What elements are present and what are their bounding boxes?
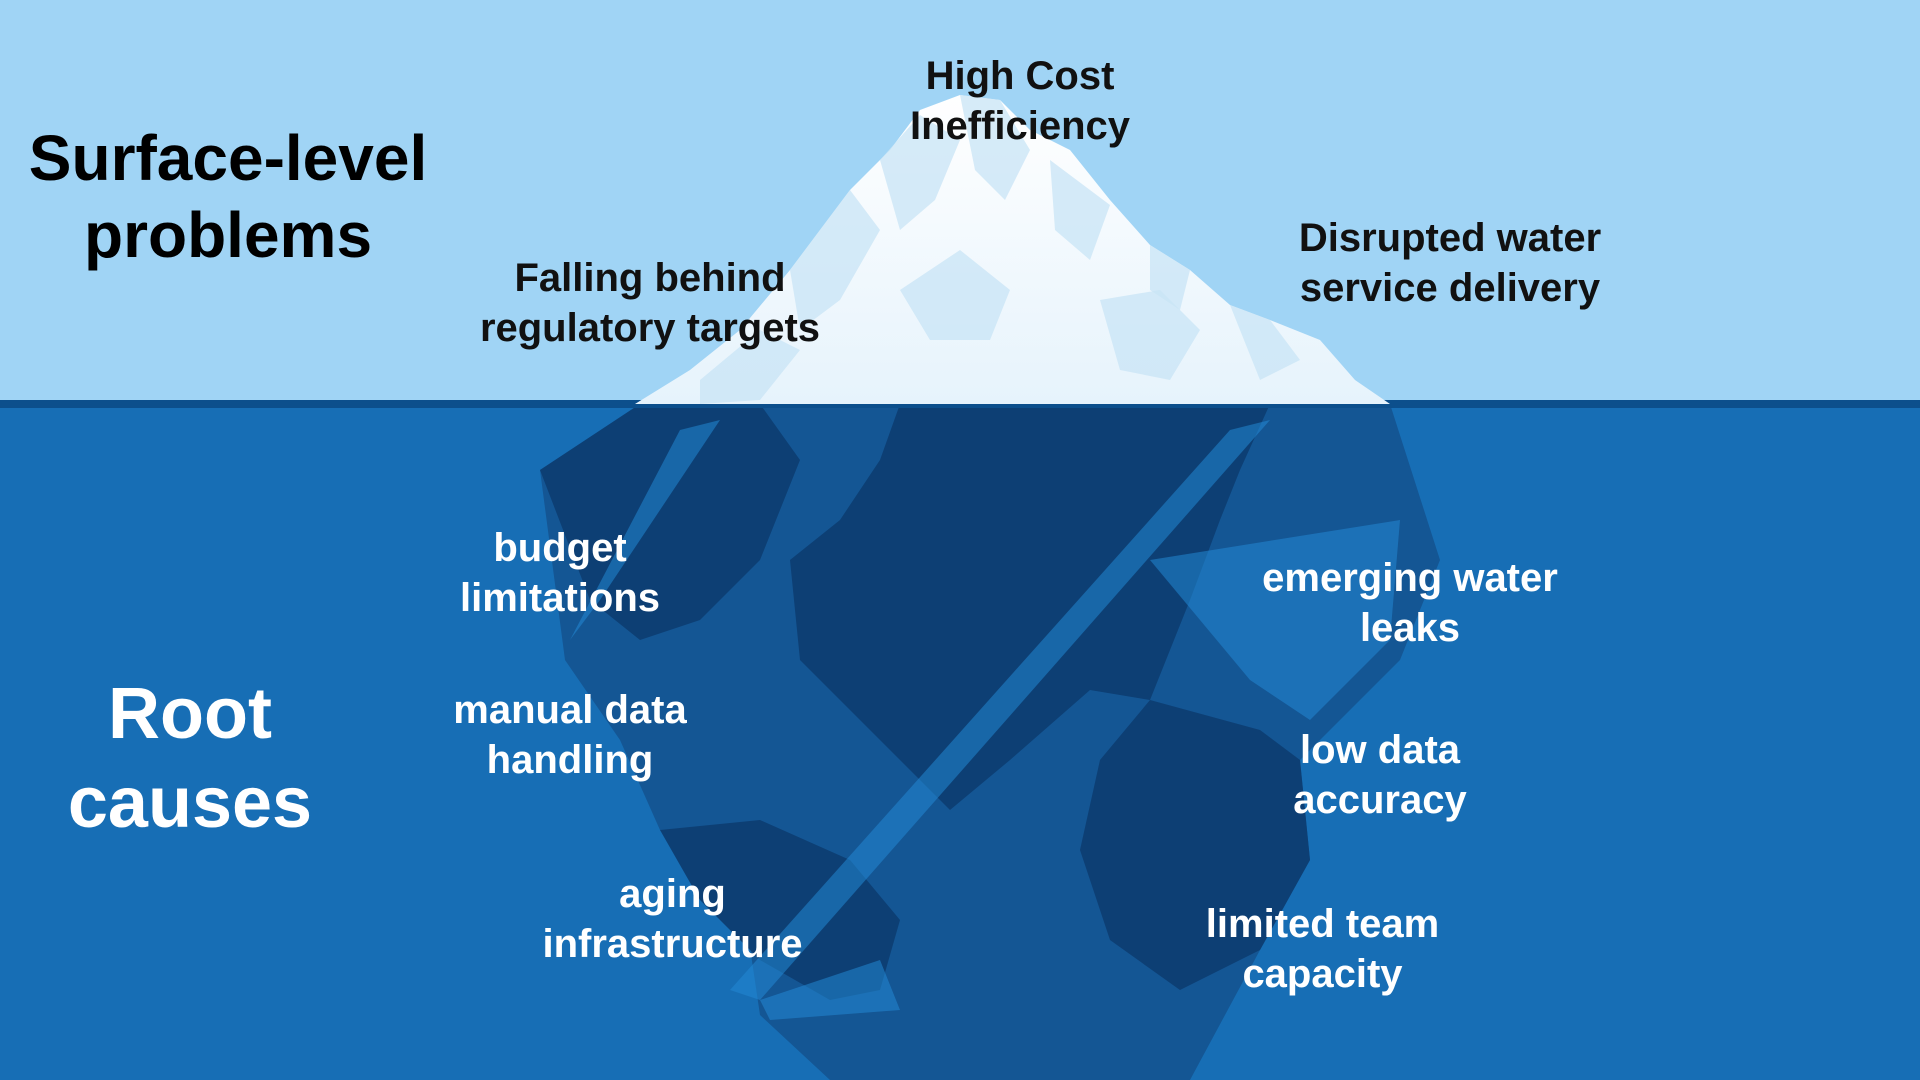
cause-emerging-water-leaks: emerging water leaks	[1262, 556, 1558, 650]
cause-budget-limitations: budget limitations	[459, 526, 661, 620]
cause-manual-data-handling: manual data handling	[453, 688, 687, 782]
cause-low-data-accuracy: low data accuracy	[1293, 728, 1467, 822]
problem-service-delivery: Disrupted water service delivery	[1298, 216, 1602, 310]
root-causes-heading: Root causes	[67, 674, 313, 844]
surface-problems-heading: Surface-level problems	[28, 122, 428, 271]
cause-aging-infrastructure: aging infrastructure	[542, 872, 803, 966]
problem-high-cost: High Cost Inefficiency	[909, 54, 1131, 148]
cause-limited-team-capacity: limited team capacity	[1205, 902, 1440, 996]
problem-regulatory-targets: Falling behind regulatory targets	[479, 256, 821, 350]
iceberg-tip	[635, 95, 1390, 404]
submerged-iceberg	[540, 404, 1440, 1080]
